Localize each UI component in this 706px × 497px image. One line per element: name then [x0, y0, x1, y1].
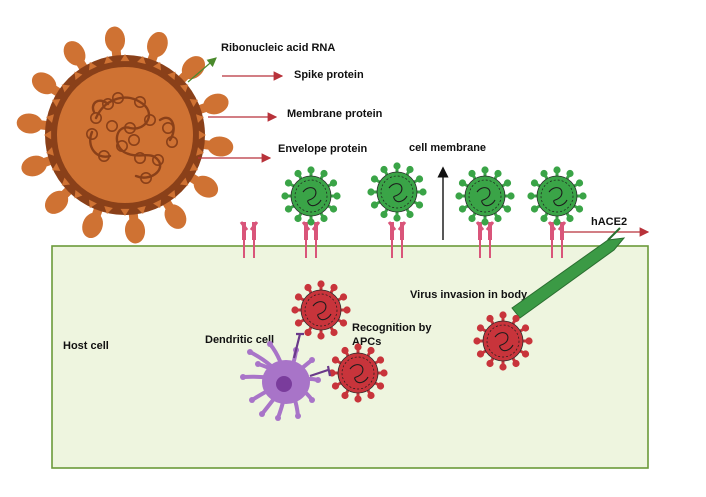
dendritic-cell-label: Dendritic cell — [205, 334, 274, 346]
bound-virus — [455, 166, 515, 226]
hace2-receptor — [301, 221, 321, 258]
hace2-receptor — [475, 221, 495, 258]
bound-viruses — [281, 162, 587, 226]
hace2-label: hACE2 — [591, 216, 627, 228]
dendritic-cell — [240, 332, 332, 421]
envelope-protein-label: Envelope protein — [278, 143, 368, 155]
red-virus — [328, 343, 388, 403]
bound-virus — [281, 166, 341, 226]
cell-membrane-label: cell membrane — [409, 142, 486, 154]
rna-arrow — [187, 57, 217, 83]
large-coronavirus — [16, 26, 234, 244]
hace2-receptor — [547, 221, 567, 258]
bound-virus — [527, 166, 587, 226]
host-cell-label: Host cell — [63, 340, 109, 352]
hace2-receptor — [239, 221, 259, 258]
red-virus — [291, 280, 351, 340]
recognition-label-line1: Recognition by — [352, 322, 432, 334]
red-viruses — [291, 280, 533, 403]
spike-protein-label: Spike protein — [294, 69, 364, 81]
virus-invasion-label: Virus invasion in body — [410, 289, 528, 301]
bound-virus — [367, 162, 427, 222]
hace2-receptor — [387, 221, 407, 258]
membrane-protein-label: Membrane protein — [287, 108, 383, 120]
rna-label: Ribonucleic acid RNA — [221, 42, 335, 54]
red-virus — [473, 311, 533, 371]
receptors — [239, 221, 567, 258]
